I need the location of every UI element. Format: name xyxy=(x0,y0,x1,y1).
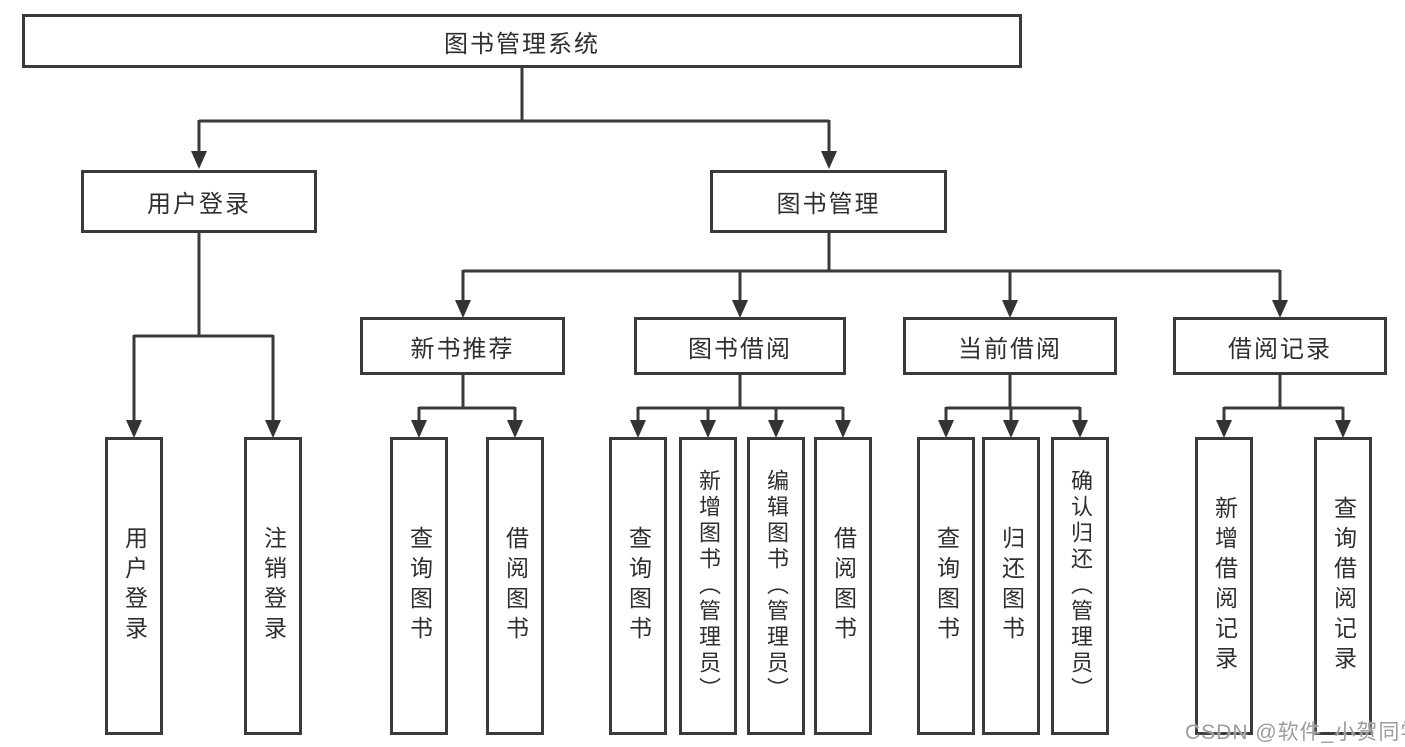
arrowhead xyxy=(455,300,471,318)
node-label: 查询图书 xyxy=(406,526,433,646)
node-label: 归还图书 xyxy=(998,526,1025,646)
node-label: 确认归还（管理员） xyxy=(1068,469,1093,703)
node-label: 借阅记录 xyxy=(1228,335,1332,363)
node-label: 图书管理系统 xyxy=(444,30,600,58)
node-book-management: 图书管理 xyxy=(710,170,947,233)
arrowhead xyxy=(768,420,784,438)
node-label: 查询图书 xyxy=(625,526,652,646)
node-label: 查询图书 xyxy=(933,526,960,646)
leaf-return-book: 归还图书 xyxy=(982,437,1040,735)
arrowhead xyxy=(938,420,954,438)
leaf-logout: 注销登录 xyxy=(244,437,302,735)
arrowhead xyxy=(411,420,427,438)
leaf-confirm-return-admin: 确认归还（管理员） xyxy=(1051,437,1109,735)
node-borrow-record: 借阅记录 xyxy=(1173,317,1387,375)
arrowhead xyxy=(1216,420,1232,438)
node-label: 新增图书（管理员） xyxy=(696,469,721,703)
arrowhead xyxy=(507,420,523,438)
node-new-book-recommend: 新书推荐 xyxy=(360,317,565,375)
arrowhead xyxy=(1272,300,1288,318)
arrowhead xyxy=(1002,300,1018,318)
leaf-borrow-book-recommend: 借阅图书 xyxy=(486,437,544,735)
node-label: 图书借阅 xyxy=(688,335,792,363)
node-label: 借阅图书 xyxy=(830,526,857,646)
arrowhead xyxy=(265,420,281,438)
leaf-query-book-recommend: 查询图书 xyxy=(390,437,448,735)
leaf-query-book-current: 查询图书 xyxy=(917,437,975,735)
node-label: 借阅图书 xyxy=(502,526,529,646)
leaf-query-borrow-record: 查询借阅记录 xyxy=(1314,437,1372,735)
arrowhead xyxy=(1072,420,1088,438)
node-label: 新增借阅记录 xyxy=(1211,496,1238,676)
arrowhead xyxy=(630,420,646,438)
node-label: 当前借阅 xyxy=(958,335,1062,363)
node-library-management-system: 图书管理系统 xyxy=(22,14,1022,68)
node-book-borrow: 图书借阅 xyxy=(634,317,846,375)
node-current-borrow: 当前借阅 xyxy=(903,317,1117,375)
node-user-login: 用户登录 xyxy=(81,170,317,233)
arrowhead xyxy=(1003,420,1019,438)
arrowhead xyxy=(821,151,837,169)
leaf-edit-book-admin: 编辑图书（管理员） xyxy=(747,437,805,735)
arrowhead xyxy=(732,300,748,318)
arrowhead xyxy=(191,151,207,169)
node-label: 注销登录 xyxy=(260,526,287,646)
node-label: 编辑图书（管理员） xyxy=(764,469,789,703)
leaf-add-borrow-record: 新增借阅记录 xyxy=(1195,437,1253,735)
arrowhead xyxy=(1335,420,1351,438)
leaf-add-book-admin: 新增图书（管理员） xyxy=(679,437,737,735)
arrowhead xyxy=(835,420,851,438)
arrowhead xyxy=(126,420,142,438)
node-label: 图书管理 xyxy=(776,191,881,218)
leaf-user-login: 用户登录 xyxy=(105,437,163,735)
node-label: 用户登录 xyxy=(121,526,148,646)
arrowhead xyxy=(700,420,716,438)
node-label: 查询借阅记录 xyxy=(1330,496,1357,676)
csdn-watermark: CSDN @软件_小贺同学 xyxy=(1185,721,1405,744)
leaf-query-book-borrow: 查询图书 xyxy=(609,437,667,735)
node-label: 新书推荐 xyxy=(410,335,515,363)
leaf-borrow-book: 借阅图书 xyxy=(814,437,872,735)
node-label: 用户登录 xyxy=(147,191,251,218)
